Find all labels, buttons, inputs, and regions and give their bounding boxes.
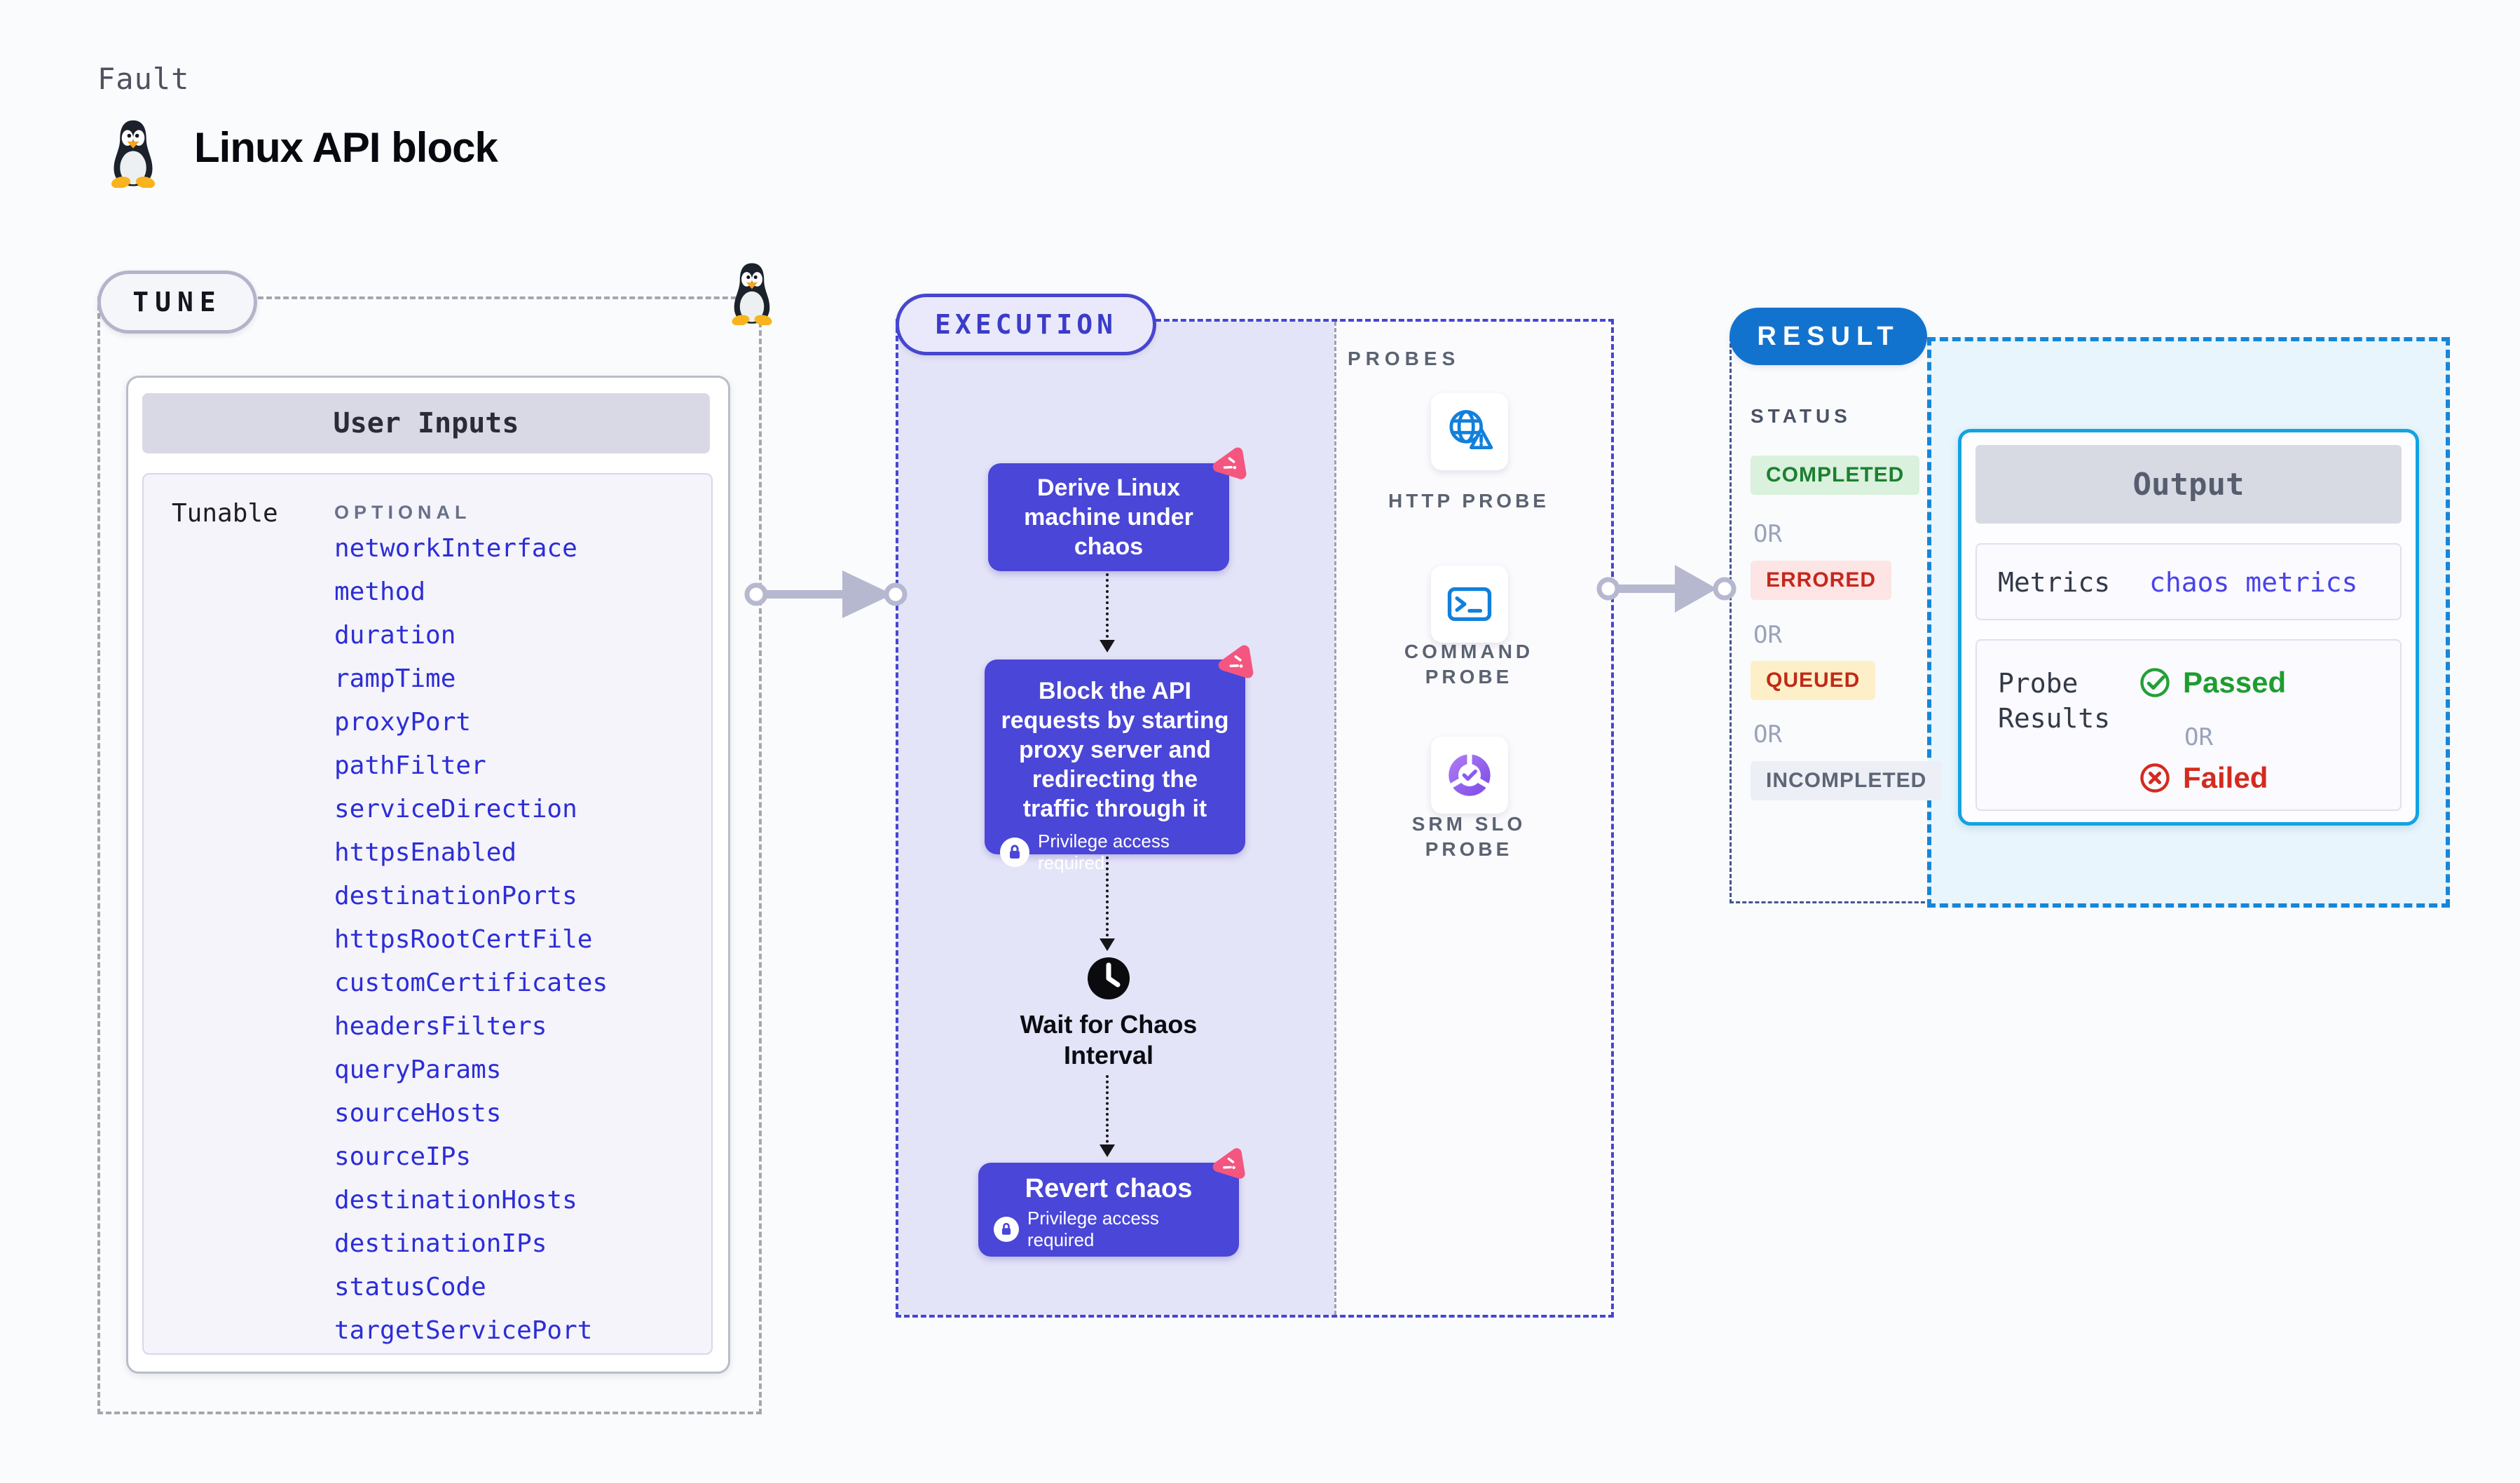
command-probe-label: COMMAND PROBE xyxy=(1404,641,1534,688)
linux-tux-small-icon xyxy=(725,261,779,329)
param-item: httpsEnabled xyxy=(334,838,517,867)
passed-check-icon xyxy=(2140,668,2170,697)
execution-pill: EXECUTION xyxy=(896,294,1156,355)
param-item: statusCode xyxy=(334,1273,486,1301)
probes-label: PROBES xyxy=(1348,348,1460,369)
http-probe-card xyxy=(1431,393,1508,470)
srm-slo-probe-icon xyxy=(1448,752,1491,796)
status-badge-completed: COMPLETED xyxy=(1751,456,1920,495)
status-badge-errored: ERRORED xyxy=(1751,561,1892,600)
http-probe-label: HTTP PROBE xyxy=(1388,490,1549,512)
probe-results-row: Probe Results Passed OR Failed xyxy=(1975,639,2402,811)
srm-slo-probe-card xyxy=(1431,737,1508,814)
param-item: sourceHosts xyxy=(334,1099,502,1128)
or-label: OR xyxy=(1753,520,1782,548)
step-derive-machine-label: Derive Linux machine under chaos xyxy=(1024,474,1193,560)
param-item: networkInterface xyxy=(334,534,577,563)
param-item: httpsRootCertFile xyxy=(334,925,593,954)
probes-panel xyxy=(1334,322,1611,1315)
param-item: rampTime xyxy=(334,664,456,693)
step-revert-chaos: Revert chaos Privilege access required xyxy=(978,1163,1239,1257)
or-label: OR xyxy=(1753,621,1782,649)
param-item: sourceIPs xyxy=(334,1142,472,1171)
privilege-note: Privilege access required xyxy=(1038,831,1170,873)
command-probe-card xyxy=(1431,566,1508,643)
failed-label: Failed xyxy=(2183,761,2268,794)
param-item: pathFilter xyxy=(334,751,486,780)
param-item: destinationHosts xyxy=(334,1186,577,1215)
param-item: headersFilters xyxy=(334,1012,547,1041)
param-list: networkInterface method duration rampTim… xyxy=(334,527,608,1353)
probe-results-label: Probe Results xyxy=(1998,668,2111,734)
param-item: destinationIPs xyxy=(334,1229,547,1258)
chaos-logo-icon xyxy=(1211,1145,1247,1185)
privilege-row: Privilege access required xyxy=(994,1208,1224,1251)
chaos-logo-icon xyxy=(1211,444,1249,486)
tune-pill: TUNE xyxy=(97,271,257,334)
step-revert-chaos-label: Revert chaos xyxy=(1025,1174,1193,1203)
metrics-row: Metrics chaos metrics xyxy=(1975,543,2402,620)
tune-region xyxy=(97,296,762,1414)
wait-for-chaos-label: Wait for Chaos Interval xyxy=(1020,1010,1198,1069)
step-block-api-label: Block the API requests by starting proxy… xyxy=(1001,678,1229,822)
user-inputs-header: User Inputs xyxy=(142,393,710,453)
execution-to-result-arrow xyxy=(1596,565,1737,613)
user-inputs-list-panel xyxy=(142,473,713,1355)
param-item: destinationPorts xyxy=(334,882,577,910)
privilege-row: Privilege access required xyxy=(1000,831,1230,874)
lock-icon xyxy=(1000,838,1029,867)
metrics-value: chaos metrics xyxy=(2149,567,2358,598)
linux-tux-icon xyxy=(102,118,164,191)
param-item: proxyPort xyxy=(334,708,472,737)
param-item: queryParams xyxy=(334,1055,502,1084)
clock-icon xyxy=(1086,956,1131,1004)
step-derive-machine: Derive Linux machine under chaos xyxy=(988,463,1229,571)
passed-label: Passed xyxy=(2183,666,2287,699)
lock-icon xyxy=(994,1217,1019,1242)
status-badge-incompleted: INCOMPLETED xyxy=(1751,761,1943,800)
status-badge-queued: QUEUED xyxy=(1751,661,1876,700)
param-item: duration xyxy=(334,621,456,650)
step-block-api: Block the API requests by starting proxy… xyxy=(985,660,1245,873)
param-item: targetServicePort xyxy=(334,1316,593,1345)
fault-eyebrow: Fault xyxy=(97,62,190,96)
param-item: serviceDirection xyxy=(334,795,577,823)
metrics-label: Metrics xyxy=(1998,567,2111,598)
http-probe-icon xyxy=(1449,410,1493,449)
command-probe-icon xyxy=(1447,587,1492,622)
flow-arrow xyxy=(1100,573,1115,652)
tunable-label: Tunable xyxy=(172,499,278,528)
failed-result: Failed xyxy=(2138,761,2268,795)
output-card: Output Metrics chaos metrics Probe Resul… xyxy=(1958,429,2419,826)
page-title: Linux API block xyxy=(194,124,498,171)
chaos-logo-icon xyxy=(1217,642,1256,685)
param-item: customCertificates xyxy=(334,969,608,997)
result-pill: RESULT xyxy=(1730,308,1927,365)
output-header: Output xyxy=(1975,445,2402,524)
optional-tag: OPTIONAL xyxy=(334,502,472,523)
or-label: OR xyxy=(1753,720,1782,749)
passed-result: Passed xyxy=(2138,666,2286,699)
status-label: STATUS xyxy=(1751,405,1851,427)
param-item: method xyxy=(334,578,426,606)
tune-to-execution-arrow xyxy=(744,570,908,618)
flow-arrow xyxy=(1100,856,1115,951)
srm-slo-probe-label: SRM SLO PROBE xyxy=(1411,813,1526,860)
or-label: OR xyxy=(2184,723,2213,751)
failed-x-icon xyxy=(2140,763,2170,793)
flow-arrow xyxy=(1100,1075,1115,1157)
privilege-note: Privilege access required xyxy=(1027,1208,1159,1250)
